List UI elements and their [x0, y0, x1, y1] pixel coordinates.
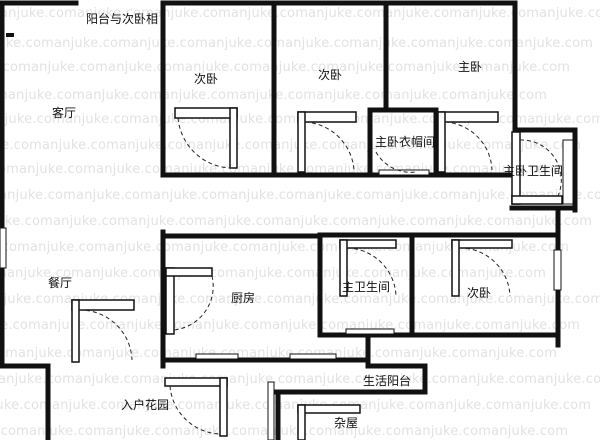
watermark-text: anjuke.comanjuke.comanjuke.comanjuke.com… [0, 6, 600, 21]
watermark-text: anjuke.comanjuke.comanjuke.comanjuke.com… [0, 398, 592, 413]
door-kitchen [165, 267, 214, 335]
room-label-bedroom-2: 次卧 [318, 68, 343, 82]
room-label-living-room: 客厅 [52, 106, 77, 120]
door-bedroom-3 [451, 239, 513, 297]
room-label-kitchen: 厨房 [231, 291, 256, 305]
door-dining [71, 299, 135, 363]
door-cloakroom [375, 151, 417, 173]
door-master-bedroom [437, 111, 499, 173]
watermark-text: anjuke.comanjuke.comanjuke.comanjuke.com… [0, 346, 558, 361]
room-label-storage-room: 杂屋 [334, 416, 359, 430]
watermark-text: anjuke.comanjuke.comanjuke.comanjuke.com… [0, 372, 600, 387]
room-label-bedroom-3: 次卧 [467, 286, 492, 300]
watermark-text: anjuke.comanjuke.comanjuke.comanjuke.com… [0, 36, 594, 51]
room-label-master-bathroom: 主卧卫生间 [503, 164, 564, 178]
watermark-text: anjuke.comanjuke.comanjuke.comanjuke.com… [0, 188, 600, 203]
room-label-master-bedroom: 主卧 [458, 60, 483, 74]
room-label-main-bathroom: 主卫生间 [342, 280, 391, 294]
watermark-text: anjuke.comanjuke.comanjuke.comanjuke.com… [0, 266, 547, 281]
door-main-bathroom [339, 239, 397, 297]
watermark-text: anjuke.comanjuke.comanjuke.comanjuke.com… [0, 424, 569, 439]
watermark-text: anjuke.comanjuke.comanjuke.comanjuke.com… [0, 214, 593, 229]
room-label-dining-room: 餐厅 [48, 276, 73, 290]
room-label-master-cloakroom: 主卧衣帽间 [375, 135, 436, 149]
door-bedroom-2 [297, 111, 357, 173]
door-storage [297, 404, 361, 440]
door-entrance [164, 377, 228, 437]
watermark-text: anjuke.comanjuke.comanjuke.comanjuke.com… [0, 292, 600, 307]
room-label-entrance-garden: 入户花园 [121, 398, 170, 412]
room-label-utility-balcony: 生活阳台 [363, 374, 412, 388]
watermark-text: anjuke.comanjuke.comanjuke.comanjuke.com… [0, 240, 570, 255]
room-label-balcony-bedroom: 阳台与次卧相 [86, 12, 159, 26]
door-bedroom-1 [174, 107, 238, 169]
watermark-text: anjuke.comanjuke.comanjuke.comanjuke.com… [0, 318, 581, 333]
door-master-bathroom [511, 131, 563, 205]
watermark-text: anjuke.comanjuke.comanjuke.comanjuke.com… [0, 60, 571, 75]
doors [71, 107, 563, 440]
room-label-bedroom-1: 次卧 [194, 72, 219, 86]
walls [0, 0, 578, 440]
